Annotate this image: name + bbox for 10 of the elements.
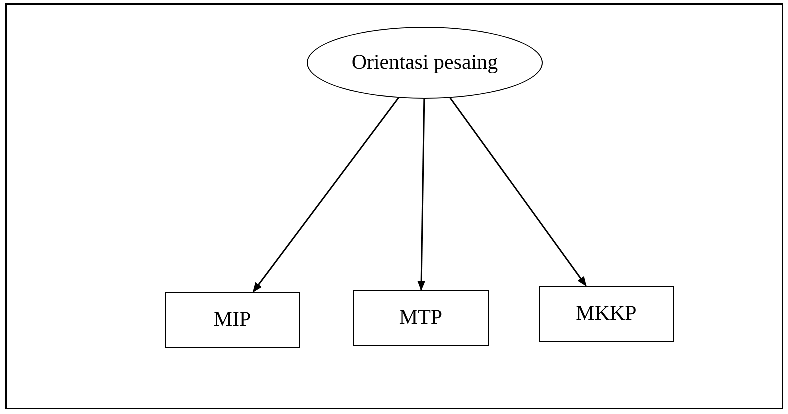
node-label: MTP bbox=[399, 304, 443, 332]
node-label: MKKP bbox=[576, 300, 637, 328]
process-box bbox=[539, 286, 674, 342]
process-box bbox=[165, 292, 300, 348]
node-label: MIP bbox=[214, 306, 252, 334]
arrow bbox=[418, 98, 426, 291]
node-label: Orientasi pesaing bbox=[352, 49, 498, 76]
process-box bbox=[353, 290, 489, 346]
arrow bbox=[450, 98, 587, 287]
arrow bbox=[252, 98, 400, 293]
